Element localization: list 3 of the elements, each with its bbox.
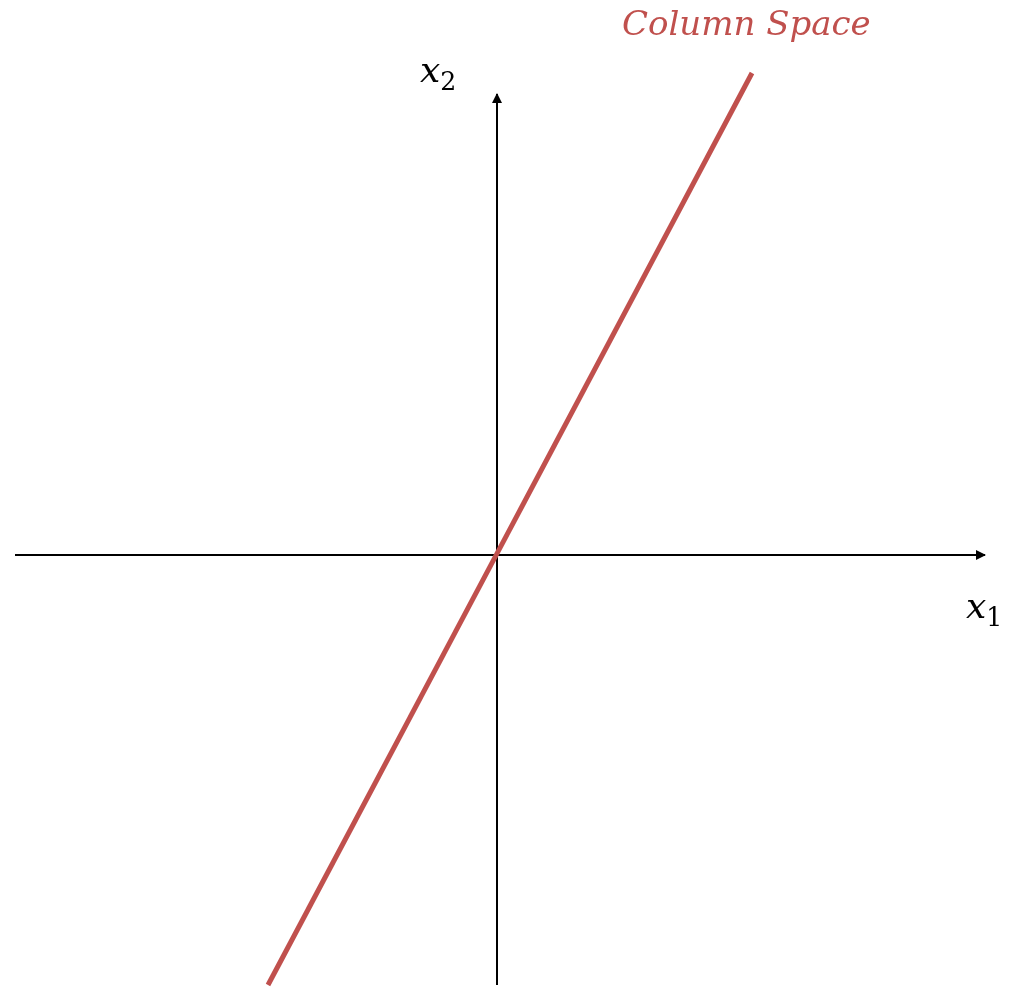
line-label: Column Space <box>622 6 871 40</box>
axis-label: x$_{2}$ <box>420 52 457 94</box>
axis-label: x$_{1}$ <box>966 588 1003 630</box>
